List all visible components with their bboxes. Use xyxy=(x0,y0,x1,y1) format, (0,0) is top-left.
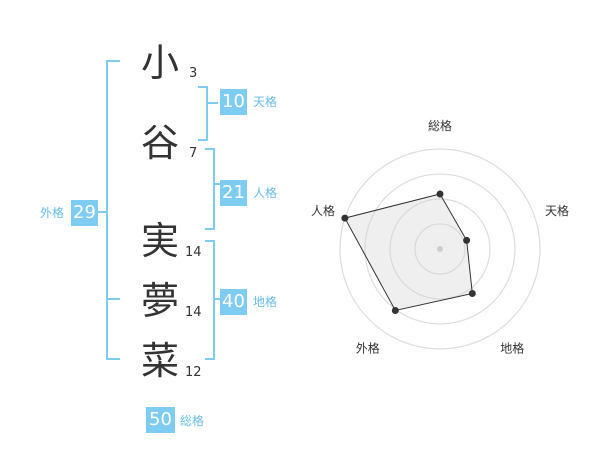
jinkaku-bracket xyxy=(213,148,215,230)
jinkaku-bracket-tick xyxy=(215,183,223,185)
radar-axis-label-5: 人格 xyxy=(311,203,335,218)
radar-axis-label-1: 総格 xyxy=(428,118,452,133)
radar-ring xyxy=(389,198,491,300)
tenkaku-bracket-tick xyxy=(208,102,218,104)
tenkaku-bracket xyxy=(206,86,208,141)
chikaku-bracket-tick xyxy=(215,298,223,300)
tenkaku-value: 10 xyxy=(220,89,247,115)
radar-point-5 xyxy=(341,214,349,222)
gaikaku-label: 外格 xyxy=(40,206,65,220)
chikaku-value: 40 xyxy=(220,289,247,315)
stroke-count-3: 14 xyxy=(185,245,202,260)
soukaku-label: 総格 xyxy=(180,414,205,428)
gaikaku-bracket-mid xyxy=(106,298,120,300)
jinkaku-bracket-top xyxy=(205,148,215,150)
radar-axis-label-3: 地格 xyxy=(500,341,524,356)
radar-polygon xyxy=(344,193,473,312)
stroke-count-1: 3 xyxy=(189,66,198,81)
name-char-2: 谷 xyxy=(141,121,180,165)
radar-center xyxy=(437,246,443,252)
tenkaku-bracket-bottom xyxy=(198,139,208,141)
radar-point-3 xyxy=(468,289,476,297)
stroke-count-4: 14 xyxy=(185,305,202,320)
radar-ring xyxy=(414,223,466,275)
gaikaku-bracket-bottom xyxy=(106,358,120,360)
radar-ring xyxy=(364,173,516,325)
chikaku-bracket-bottom xyxy=(205,358,215,360)
radar-point-4 xyxy=(391,306,399,314)
gaikaku-bracket-top xyxy=(106,60,120,62)
chikaku-bracket xyxy=(213,240,215,360)
name-char-5: 菜 xyxy=(141,339,180,383)
stroke-count-5: 12 xyxy=(185,365,202,380)
gaikaku-bracket xyxy=(106,60,108,360)
gaikaku-value: 29 xyxy=(71,200,98,226)
radar-point-2 xyxy=(463,236,471,244)
radar-axis-label-2: 天格 xyxy=(545,203,569,218)
radar-axis-label-4: 外格 xyxy=(356,341,380,356)
jinkaku-label: 人格 xyxy=(253,186,278,200)
radar-ring xyxy=(339,148,541,350)
tenkaku-bracket-top xyxy=(198,86,208,88)
jinkaku-bracket-bottom xyxy=(205,228,215,230)
soukaku-value: 50 xyxy=(146,407,175,433)
name-char-4: 夢 xyxy=(141,279,180,323)
jinkaku-value: 21 xyxy=(220,180,247,206)
stroke-count-2: 7 xyxy=(189,146,198,161)
name-char-3: 実 xyxy=(141,219,180,263)
tenkaku-label: 天格 xyxy=(253,95,278,109)
chikaku-bracket-top xyxy=(205,240,215,242)
radar-point-1 xyxy=(436,190,444,198)
name-char-1: 小 xyxy=(141,41,180,85)
chikaku-label: 地格 xyxy=(253,295,278,309)
gaikaku-bracket-tick xyxy=(98,211,106,213)
